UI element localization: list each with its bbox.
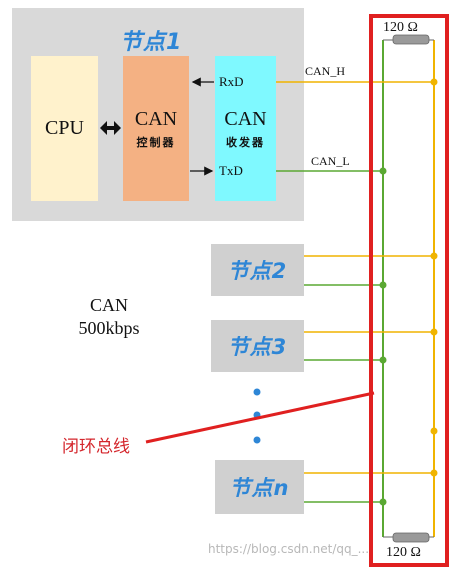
cpu-controller-arrow	[100, 121, 121, 135]
can-controller-sub: 控制器	[136, 135, 176, 149]
watermark: https://blog.csdn.net/qq_...	[208, 542, 370, 556]
cpu-block: CPU	[31, 56, 98, 201]
noden-title: 节点n	[229, 476, 290, 500]
node3-box: 节点3	[211, 320, 304, 372]
can-h-label: CAN_H	[305, 64, 346, 78]
rxd-label: RxD	[219, 74, 244, 89]
resistor-top-label: 120 Ω	[383, 20, 418, 35]
closed-loop-outline	[369, 14, 449, 567]
node1-title: 节点1	[120, 30, 183, 55]
can-controller-title: CAN	[134, 107, 178, 130]
can-transceiver-sub: 收发器	[226, 135, 265, 149]
closed-loop-annotation: 闭环总线	[62, 437, 130, 457]
ellipsis-dots	[253, 388, 261, 444]
bus-speed-line2: 500kbps	[78, 318, 140, 338]
noden-box: 节点n	[215, 460, 304, 514]
bus-speed-line1: CAN	[89, 295, 128, 315]
resistor-bottom-label: 120 Ω	[386, 545, 421, 560]
can-transceiver-block: CAN 收发器	[215, 56, 276, 201]
cpu-label: CPU	[45, 117, 84, 139]
can-l-label: CAN_L	[311, 154, 350, 168]
node2-box: 节点2	[211, 244, 304, 296]
resistor-bottom	[383, 532, 434, 543]
resistor-top	[383, 34, 434, 45]
txd-label: TxD	[219, 163, 243, 178]
can-transceiver-title: CAN	[224, 107, 267, 130]
bus-speed: CAN 500kbps	[64, 294, 154, 340]
junction-dots	[379, 78, 438, 506]
annotation-pointer	[145, 391, 375, 444]
node3-title: 节点3	[227, 335, 288, 359]
can-controller-block: CAN 控制器	[123, 56, 189, 201]
node2-title: 节点2	[227, 259, 288, 283]
